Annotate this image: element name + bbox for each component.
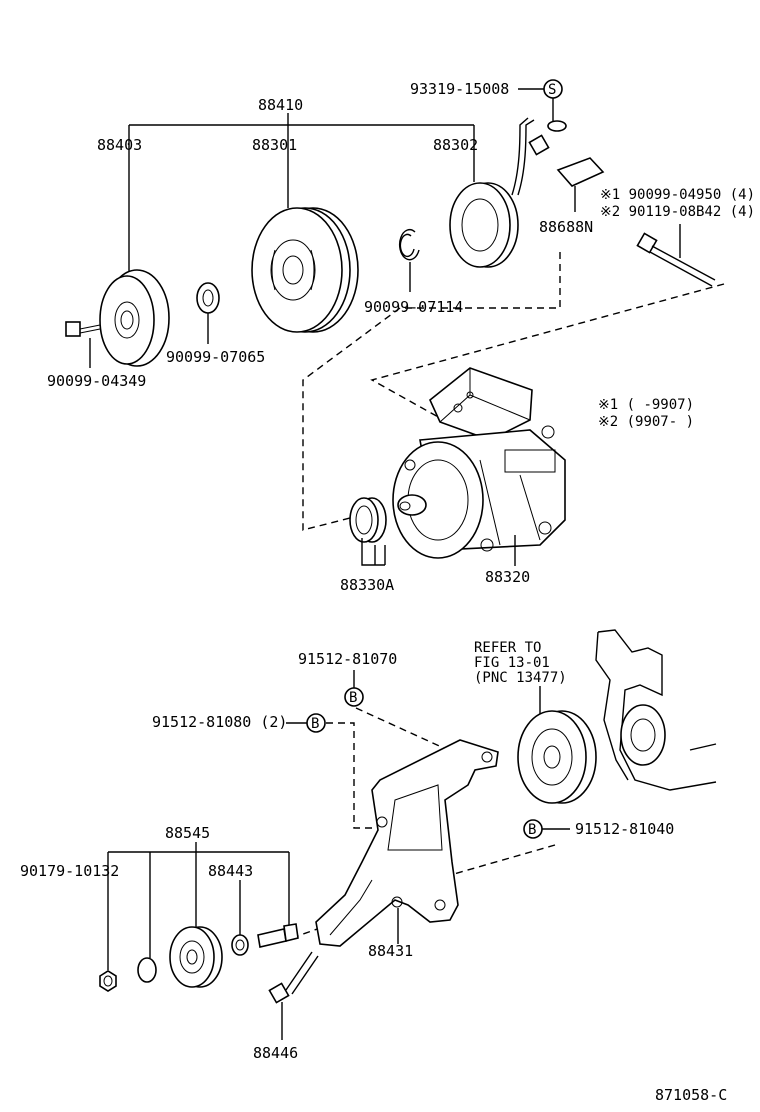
svg-text:B: B (311, 716, 319, 732)
dashed-assembly-path (302, 252, 561, 531)
refer-line-1: REFER TO (474, 640, 541, 656)
marker-b-symbol-right: B (523, 819, 543, 839)
crankshaft-pulley (517, 710, 597, 804)
pressure-plate-88403 (99, 269, 170, 367)
stud-bolt-88446 (268, 951, 319, 1040)
label-88320: 88320 (485, 568, 530, 586)
label-88688n: 88688N (539, 218, 593, 236)
note-2-part: ※2 90119-08B42 (4) (600, 204, 755, 220)
label-88330a: 88330A (340, 576, 394, 594)
idler-bolt (257, 923, 299, 948)
label-88545: 88545 (165, 824, 210, 842)
label-91512-81070: 91512-81070 (298, 650, 397, 668)
label-88431: 88431 (368, 942, 413, 960)
marker-s-symbol: S (543, 79, 563, 99)
refer-line-3: (PNC 13477) (474, 670, 567, 686)
svg-text:B: B (528, 822, 536, 838)
spacer-88443 (231, 934, 249, 956)
washer (137, 957, 157, 983)
label-90099-07065: 90099-07065 (166, 348, 265, 366)
stator-coil-88302 (449, 117, 567, 268)
dashed-b-top (355, 707, 471, 761)
label-91512-81080: 91512-81080 (2) (152, 713, 287, 731)
label-91512-81040: 91512-81040 (575, 820, 674, 838)
refer-line-2: FIG 13-01 (474, 655, 550, 671)
mounting-bolt (636, 224, 716, 287)
bolt-90099-04349 (65, 321, 101, 368)
marker-b-symbol-left: B (306, 713, 326, 733)
group-bracket-88410 (128, 113, 475, 272)
idler-pulley (169, 926, 223, 988)
label-88443: 88443 (208, 862, 253, 880)
shaft-seal-88330a (349, 497, 387, 566)
label-88302: 88302 (433, 136, 478, 154)
pulley-88301 (251, 207, 359, 333)
label-88403: 88403 (97, 136, 142, 154)
bracket-88688n (556, 157, 605, 212)
svg-text:S: S (548, 82, 556, 98)
note-1-part: ※1 90099-04950 (4) (600, 187, 755, 203)
compressor-88320 (392, 367, 566, 559)
label-88301: 88301 (252, 136, 297, 154)
compressor-bracket-88431 (315, 739, 499, 947)
dashed-bolt-path (370, 283, 725, 419)
label-90179-10132: 90179-10132 (20, 862, 119, 880)
nut-90179-10132 (99, 970, 117, 992)
group-bracket-88545 (107, 842, 290, 970)
dashed-b-right (439, 844, 556, 879)
range-note-2: ※2 (9907- ) (598, 414, 694, 430)
label-88410: 88410 (258, 96, 303, 114)
range-note-1: ※1 ( -9907) (598, 397, 694, 413)
label-90099-07114: 90099-07114 (364, 298, 463, 316)
snap-ring-90099-07114 (398, 229, 420, 292)
shim-90099-07065 (196, 282, 220, 344)
label-90099-04349: 90099-04349 (47, 372, 146, 390)
engine-block-outline (595, 629, 717, 791)
marker-b-symbol-top: B (344, 687, 364, 707)
diagram-id: 871058-C (655, 1086, 727, 1104)
svg-text:B: B (349, 690, 357, 706)
label-93319-15008: 93319-15008 (410, 80, 509, 98)
label-88446: 88446 (253, 1044, 298, 1062)
dashed-b-left (326, 722, 382, 829)
